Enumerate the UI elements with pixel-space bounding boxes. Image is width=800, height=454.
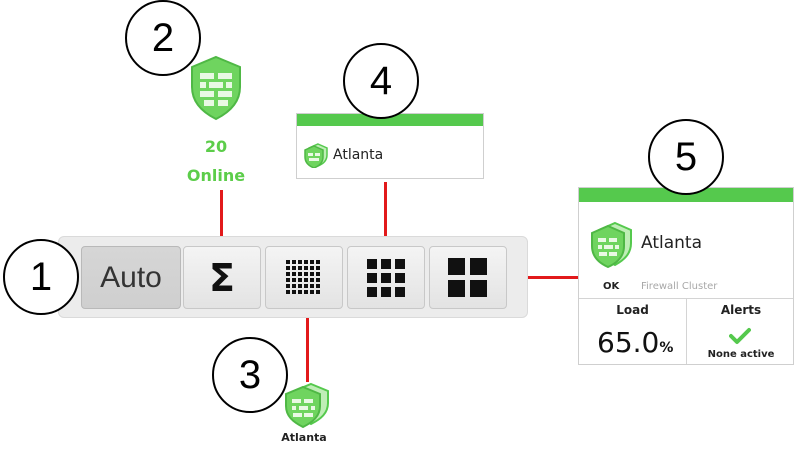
- auto-label: Auto: [100, 260, 162, 294]
- status-bar: [579, 188, 793, 202]
- checkmark-icon: [729, 328, 751, 344]
- grid-cell: [292, 271, 296, 276]
- status-text: OK: [603, 281, 620, 292]
- grid-cell: [316, 277, 320, 282]
- shield-stack-icon: [591, 221, 632, 268]
- divider: [686, 298, 687, 364]
- medium-grid-icon: [367, 258, 405, 297]
- grid-cell: [292, 283, 296, 288]
- callout-4: 4: [343, 43, 419, 119]
- alerts-label: Alerts: [720, 303, 762, 317]
- grid-cell: [292, 277, 296, 282]
- grid-cell: [286, 283, 290, 288]
- callout-5: 5: [648, 119, 724, 195]
- load-unit: %: [659, 340, 674, 356]
- grid-cell: [298, 277, 302, 282]
- grid-cell: [304, 283, 308, 288]
- grid-cell: [298, 283, 302, 288]
- grid-cell: [316, 259, 320, 264]
- sigma-icon: Σ: [209, 255, 235, 300]
- grid-cell: [310, 289, 314, 294]
- callout-1: 1: [3, 239, 79, 315]
- callout-3: 3: [212, 337, 288, 413]
- connector-2: [220, 190, 223, 246]
- grid-cell: [298, 271, 302, 276]
- icon-view-button[interactable]: [265, 246, 343, 309]
- small-tile-view-button[interactable]: [347, 246, 425, 309]
- load-value: 65.0%: [597, 326, 673, 359]
- connector-5: [500, 276, 578, 279]
- callout-2: 2: [125, 0, 201, 76]
- status-bar: [297, 114, 483, 126]
- tile-name: Atlanta: [333, 147, 384, 163]
- shield-brick-icon: [191, 55, 241, 121]
- grid-cell: [286, 265, 290, 270]
- view-mode-toolbar: Auto Σ: [58, 236, 528, 318]
- grid-cell: [298, 289, 302, 294]
- device-type: Firewall Cluster: [641, 281, 718, 292]
- grid-cell: [298, 259, 302, 264]
- grid-cell: [286, 277, 290, 282]
- connector-3: [306, 300, 309, 382]
- icon-view-name: Atlanta: [281, 431, 327, 444]
- grid-cell: [292, 265, 296, 270]
- large-tile[interactable]: Atlanta OK Firewall Cluster Load Alerts …: [578, 187, 794, 365]
- grid-cell: [310, 271, 314, 276]
- grid-cell: [292, 259, 296, 264]
- tile-name: Atlanta: [641, 233, 702, 253]
- large-grid-icon: [448, 257, 487, 297]
- grid-cell: [316, 265, 320, 270]
- grid-cell: [316, 271, 320, 276]
- grid-cell: [310, 259, 314, 264]
- grid-cell: [310, 277, 314, 282]
- grid-cell: [304, 259, 308, 264]
- auto-view-button[interactable]: Auto: [81, 246, 181, 309]
- grid-cell: [310, 265, 314, 270]
- load-number: 65.0: [597, 326, 660, 359]
- large-tile-view-button[interactable]: [429, 246, 507, 309]
- summary-view-button[interactable]: Σ: [183, 246, 261, 309]
- grid-cell: [316, 283, 320, 288]
- summary-status: Online: [186, 166, 246, 185]
- grid-cell: [286, 289, 290, 294]
- grid-cell: [304, 289, 308, 294]
- load-label: Load: [616, 303, 649, 317]
- grid-cell: [316, 289, 320, 294]
- small-tile[interactable]: Atlanta: [296, 113, 484, 179]
- grid-cell: [304, 265, 308, 270]
- grid-cell: [292, 289, 296, 294]
- shield-stack-icon: [304, 143, 328, 168]
- shield-stack-icon: [285, 382, 329, 428]
- grid-cell: [286, 271, 290, 276]
- dense-grid-icon: [286, 259, 320, 294]
- summary-count: 20: [204, 137, 228, 156]
- grid-cell: [298, 265, 302, 270]
- grid-cell: [304, 271, 308, 276]
- alerts-value: None active: [707, 349, 775, 360]
- grid-cell: [286, 259, 290, 264]
- grid-cell: [304, 277, 308, 282]
- connector-4: [384, 182, 387, 246]
- grid-cell: [310, 283, 314, 288]
